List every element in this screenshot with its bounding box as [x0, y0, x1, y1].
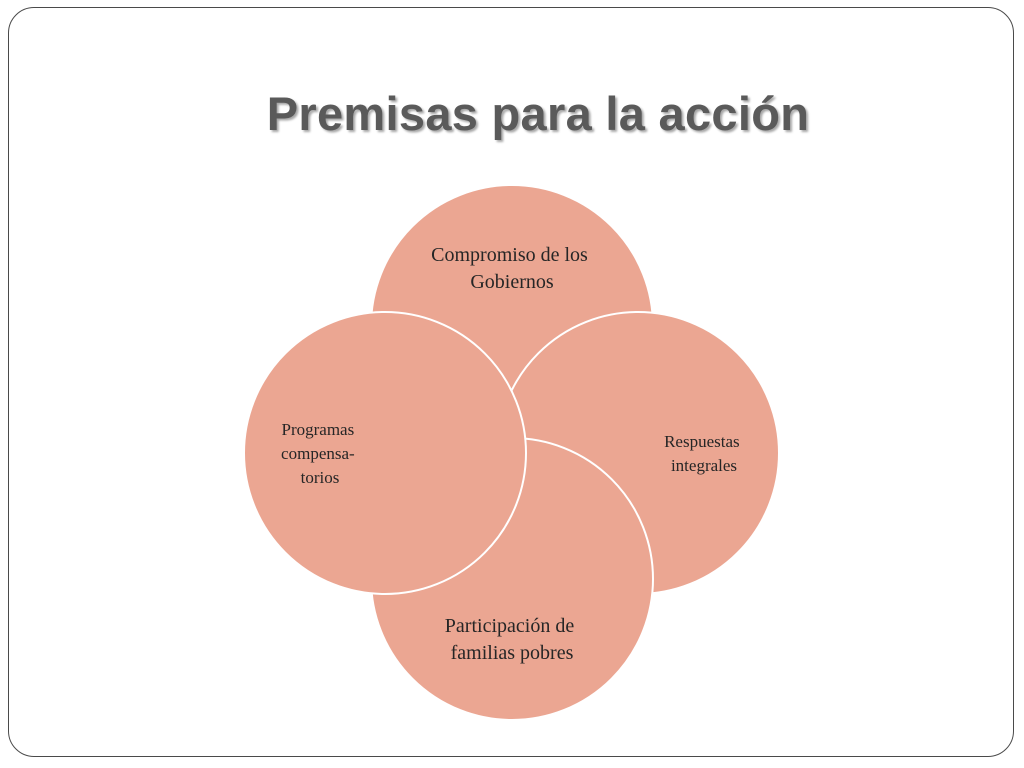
label-compromiso: Compromiso de los Gobiernos	[431, 244, 593, 293]
circle-programas	[243, 311, 527, 595]
label-compromiso-line1: Compromiso de los	[431, 244, 588, 266]
label-compromiso-line2: Gobiernos	[470, 271, 554, 293]
label-programas-line1: Programas	[282, 420, 355, 439]
label-participacion-line1: Participación de	[445, 615, 575, 637]
label-respuestas: Respuestas integrales	[664, 432, 744, 475]
label-programas: Programas compensa- torios	[281, 420, 359, 487]
label-participacion-line2: familias pobres	[451, 642, 574, 664]
label-programas-line2: compensa-	[281, 444, 355, 463]
label-participacion: Participación de familias pobres	[445, 615, 579, 664]
label-respuestas-line1: Respuestas	[664, 432, 740, 451]
slide-title: Premisas para la acción	[266, 87, 810, 140]
label-respuestas-line2: integrales	[671, 456, 737, 475]
label-programas-line3: torios	[301, 468, 340, 487]
